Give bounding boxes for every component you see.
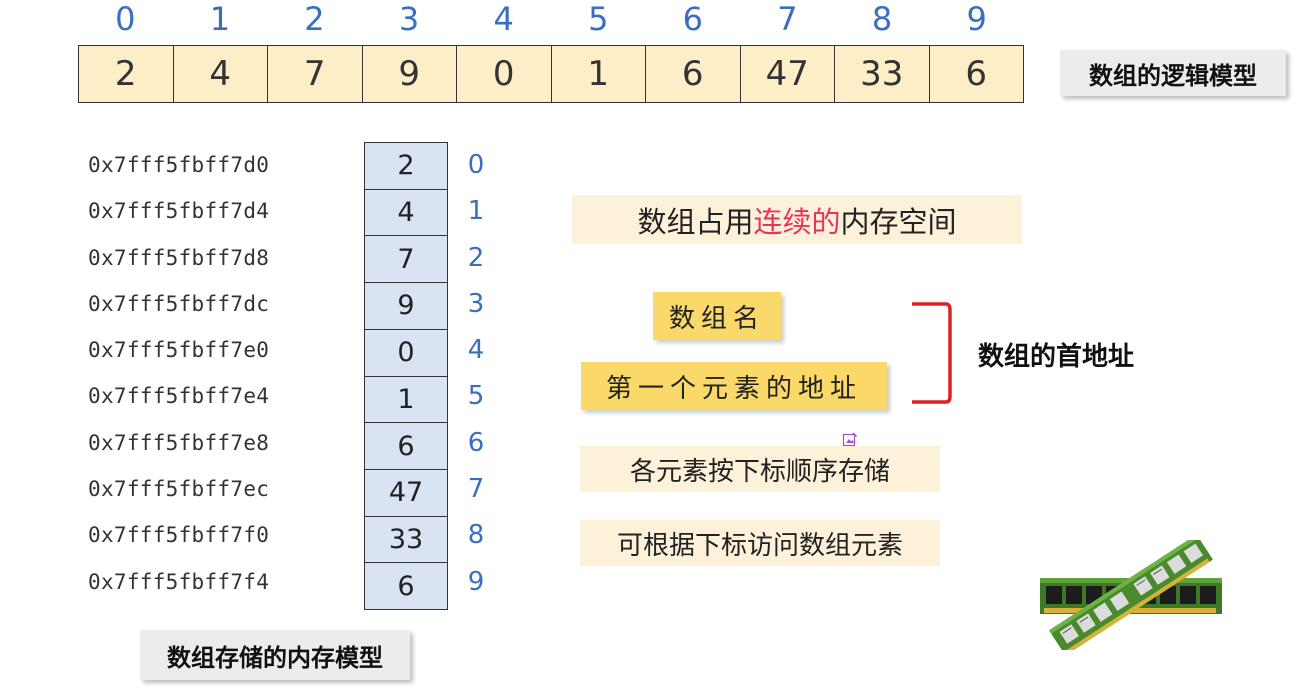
memory-cell: 2 — [365, 143, 447, 190]
logical-array-cell: 9 — [363, 46, 457, 102]
memory-cell: 1 — [365, 377, 447, 424]
logical-index-row: 0 1 2 3 4 5 6 7 8 9 — [78, 0, 1024, 38]
memory-index: 7 — [467, 474, 485, 505]
first-element-address-box: 第一个元素的地址 — [581, 362, 887, 410]
memory-address: 0x7fff5fbff7f0 — [88, 523, 270, 548]
memory-index: 6 — [467, 427, 485, 458]
logical-index: 6 — [682, 0, 704, 38]
memory-address: 0x7fff5fbff7e8 — [88, 430, 270, 455]
memory-index: 3 — [467, 288, 485, 319]
access-note: 可根据下标访问数组元素 — [580, 520, 940, 566]
memory-cell: 0 — [365, 330, 447, 377]
memory-index: 4 — [467, 335, 485, 366]
contiguous-memory-note: 数组占用连续的内存空间 — [572, 195, 1022, 244]
logical-array-cell: 6 — [646, 46, 741, 102]
memory-cell: 7 — [365, 236, 447, 284]
contiguous-text-before: 数组占用 — [637, 204, 754, 239]
logical-array-cell: 0 — [457, 46, 552, 102]
memory-index: 2 — [467, 242, 485, 273]
memory-index-column: 0 1 2 3 4 5 6 7 8 9 — [458, 142, 494, 605]
order-note: 各元素按下标顺序存储 — [580, 446, 940, 492]
memory-cell: 47 — [365, 470, 447, 517]
address-column: 0x7fff5fbff7d0 0x7fff5fbff7d4 0x7fff5fbff7… — [88, 142, 348, 605]
ram-icon — [1040, 540, 1222, 650]
logical-index: 9 — [966, 0, 987, 38]
logical-index: 8 — [871, 0, 893, 38]
memory-cell: 4 — [365, 190, 447, 237]
logical-index: 3 — [398, 0, 420, 38]
memory-index: 1 — [467, 196, 485, 227]
logical-array-cell: 2 — [79, 46, 174, 102]
right-bracket-icon — [912, 302, 952, 404]
logical-index: 5 — [588, 0, 609, 38]
memory-index: 0 — [467, 150, 485, 180]
memory-index: 8 — [467, 520, 485, 551]
contiguous-highlight: 连续的 — [753, 204, 841, 239]
logical-array-cell: 6 — [965, 54, 988, 94]
memory-cell: 6 — [397, 570, 415, 602]
memory-model-label: 数组存储的内存模型 — [140, 630, 410, 680]
memory-address: 0x7fff5fbff7e0 — [88, 338, 270, 363]
logical-array-cell: 4 — [174, 46, 268, 102]
logical-index: 0 — [115, 0, 136, 38]
logical-array-cell: 33 — [835, 46, 930, 102]
edit-icon[interactable] — [842, 432, 858, 448]
memory-index: 9 — [467, 566, 485, 597]
logical-model-label: 数组的逻辑模型 — [1060, 50, 1286, 96]
memory-address: 0x7fff5fbff7dc — [88, 291, 270, 316]
memory-address: 0x7fff5fbff7d0 — [88, 153, 270, 177]
logical-index: 2 — [304, 0, 325, 38]
logical-index: 7 — [777, 0, 798, 38]
memory-address: 0x7fff5fbff7ec — [88, 477, 270, 502]
memory-address: 0x7fff5fbff7d4 — [88, 199, 270, 224]
logical-array-cell: 7 — [268, 46, 363, 102]
memory-cell: 9 — [365, 283, 447, 330]
logical-array-cell: 47 — [741, 46, 835, 102]
first-address-label: 数组的首地址 — [978, 342, 1135, 372]
memory-address: 0x7fff5fbff7e4 — [88, 384, 270, 409]
memory-address: 0x7fff5fbff7d8 — [88, 245, 270, 270]
contiguous-text-after: 内存空间 — [840, 204, 957, 239]
memory-address: 0x7fff5fbff7f4 — [88, 569, 270, 594]
logical-array-cell: 1 — [552, 46, 646, 102]
memory-cell: 6 — [365, 423, 447, 470]
logical-index: 1 — [209, 0, 231, 38]
logical-index: 4 — [493, 0, 514, 38]
array-name-box: 数组名 — [653, 292, 781, 340]
memory-index: 5 — [467, 381, 485, 412]
memory-cell: 33 — [365, 517, 447, 564]
